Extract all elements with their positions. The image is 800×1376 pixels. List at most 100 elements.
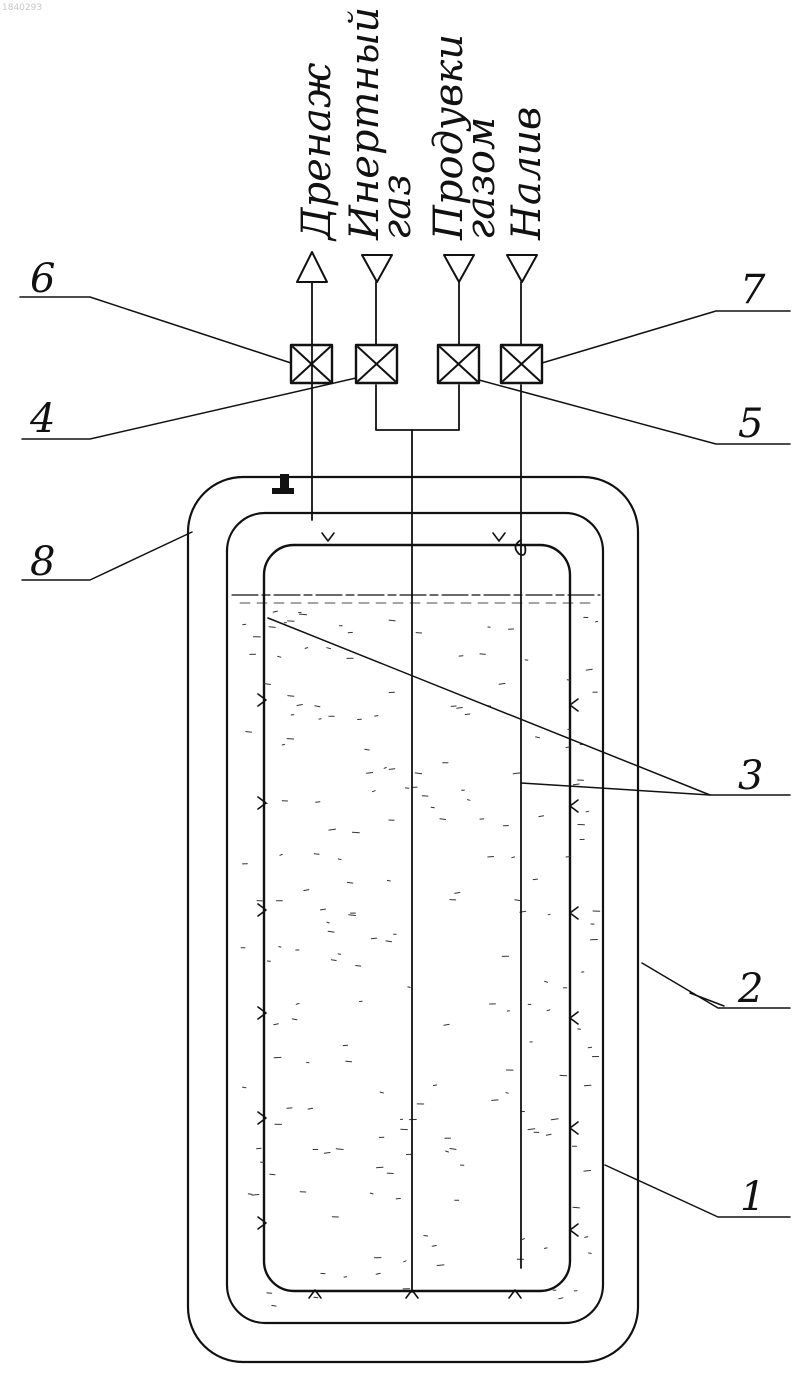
part-number-2: 2 bbox=[737, 966, 763, 1012]
part-number-8: 8 bbox=[30, 539, 55, 585]
liquid-speck bbox=[300, 614, 307, 615]
liquid-speck bbox=[440, 819, 446, 820]
liquid-speck bbox=[329, 829, 336, 830]
valve-7-fill bbox=[501, 345, 542, 383]
liquid-speck bbox=[468, 800, 470, 801]
liquid-speck bbox=[372, 791, 375, 792]
valve-4-inert-gas bbox=[356, 345, 397, 383]
label-inert-gas-2: газ bbox=[374, 174, 420, 240]
liquid-speck bbox=[573, 784, 579, 785]
leader-2 bbox=[642, 963, 790, 1008]
liquid-speck bbox=[588, 1047, 591, 1048]
liquid-speck bbox=[389, 769, 395, 770]
liquid-speck bbox=[273, 611, 277, 612]
liquid-speck bbox=[297, 705, 302, 706]
liquid-speck bbox=[328, 931, 334, 932]
pipes bbox=[312, 282, 525, 1292]
liquid-speck bbox=[347, 882, 353, 883]
liquid-speck bbox=[246, 732, 252, 733]
liquid-speck bbox=[278, 656, 281, 657]
liquid-speck bbox=[434, 1085, 437, 1086]
liquid-speck bbox=[257, 1148, 261, 1149]
figure-id: 1840293 bbox=[2, 3, 42, 13]
liquid-speck bbox=[269, 627, 275, 628]
label-fill: Налив bbox=[504, 107, 550, 241]
liquid-speck bbox=[371, 938, 376, 939]
liquid-speck bbox=[292, 1019, 297, 1020]
leader-lines bbox=[20, 297, 790, 1217]
flow-chevron bbox=[570, 1012, 578, 1024]
liquid-speck bbox=[437, 1265, 444, 1266]
liquid-speck bbox=[327, 648, 331, 649]
liquid-speck bbox=[370, 1193, 373, 1194]
liquid-speck bbox=[367, 773, 373, 774]
liquid-speck bbox=[304, 890, 309, 891]
liquid-speck bbox=[375, 716, 378, 717]
liquid-speck bbox=[506, 1093, 508, 1094]
liquid-speck bbox=[365, 749, 370, 750]
part-number-3: 3 bbox=[738, 753, 763, 799]
inert-gas-inlet-arrow-icon bbox=[362, 255, 392, 282]
part-number-7: 7 bbox=[740, 267, 766, 313]
inner-vessel-1 bbox=[264, 545, 570, 1291]
liquid-speck bbox=[270, 1174, 275, 1175]
label-drain: Дренаж bbox=[294, 62, 340, 242]
part-number-4: 4 bbox=[29, 396, 55, 442]
liquid-speck bbox=[415, 773, 421, 774]
liquid-speck bbox=[389, 620, 395, 621]
liquid-speck bbox=[272, 1305, 276, 1306]
liquid-speck bbox=[455, 893, 460, 894]
liquid-speck bbox=[308, 1108, 313, 1109]
drain-outlet-arrow-icon bbox=[297, 252, 327, 282]
liquid-speck bbox=[584, 1085, 591, 1086]
liquid-speck bbox=[314, 854, 319, 855]
liquid-speck bbox=[573, 1207, 580, 1208]
liquid-speck bbox=[432, 1246, 436, 1247]
flow-chevron bbox=[493, 533, 505, 541]
liquid-speck bbox=[316, 802, 320, 803]
liquid-speck bbox=[243, 1087, 246, 1088]
flow-chevron bbox=[322, 533, 334, 541]
liquid-speck bbox=[296, 1003, 299, 1004]
liquid-speck bbox=[584, 1171, 591, 1172]
liquid-speck bbox=[559, 1298, 563, 1299]
liquid-speck bbox=[488, 857, 494, 858]
liquid-speck bbox=[424, 1236, 428, 1237]
liquid-speck bbox=[544, 1248, 547, 1249]
liquid-speck bbox=[331, 960, 336, 961]
liquid-speck bbox=[567, 680, 570, 681]
liquid-speck bbox=[586, 669, 592, 670]
liquid-speck bbox=[522, 1239, 524, 1240]
liquid-speckles bbox=[241, 611, 600, 1306]
liquid-speck bbox=[408, 987, 411, 988]
liquid-speck bbox=[282, 744, 284, 745]
liquid-speck bbox=[548, 914, 550, 915]
liquid-speck bbox=[274, 1024, 279, 1025]
liquid-speck bbox=[450, 1149, 456, 1150]
liquid-speck bbox=[515, 900, 520, 901]
liquid-speck bbox=[386, 941, 392, 942]
liquid-speck bbox=[546, 1134, 551, 1135]
liquid-speck bbox=[279, 947, 281, 948]
valve-5-purge bbox=[438, 345, 479, 383]
flow-chevron bbox=[570, 1224, 578, 1236]
liquid-speck bbox=[465, 714, 470, 715]
liquid-speck bbox=[327, 922, 329, 923]
liquid-speck bbox=[533, 879, 537, 880]
flow-chevron bbox=[570, 699, 578, 711]
purge-inlet-arrow-icon bbox=[444, 255, 474, 282]
flow-chevron bbox=[570, 1122, 578, 1134]
liquid-speck bbox=[446, 1151, 449, 1152]
liquid-speck bbox=[551, 1119, 558, 1120]
liquid-speck bbox=[539, 816, 544, 817]
liquid-speck bbox=[545, 981, 548, 982]
liquid-speck bbox=[512, 857, 515, 858]
liquid-speck bbox=[492, 1100, 498, 1101]
liquid-speck bbox=[586, 811, 589, 812]
liquid-speck bbox=[387, 880, 390, 881]
liquid-speck bbox=[528, 1129, 535, 1130]
liquid-speck bbox=[536, 737, 540, 738]
liquid-speck bbox=[248, 1194, 252, 1195]
liquid-speck bbox=[280, 854, 282, 855]
